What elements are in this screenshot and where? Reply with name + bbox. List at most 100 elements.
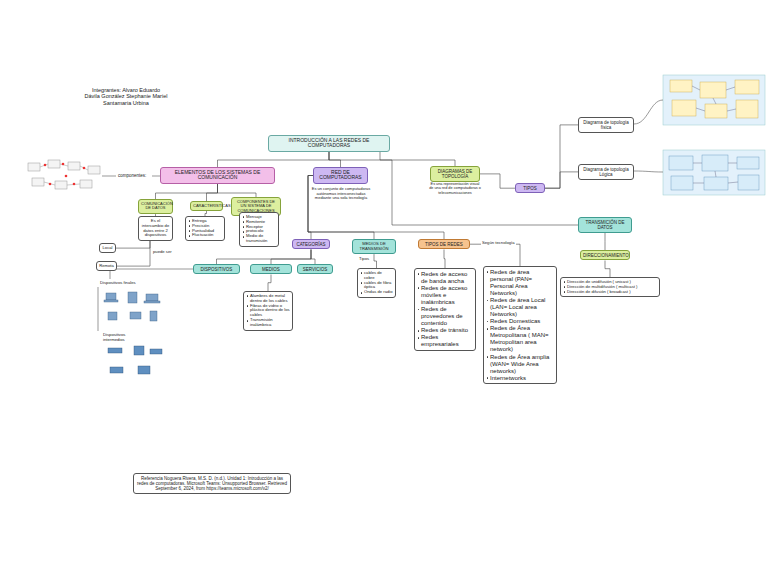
bullet <box>564 286 566 288</box>
bullet <box>487 328 489 330</box>
node-text: Redes de acceso de banda ancha <box>421 271 467 284</box>
bullet <box>487 356 489 358</box>
list-row: Redes de Área Metropolitana ( MAN= Metro… <box>486 325 554 353</box>
end-device-icons <box>104 292 160 321</box>
list-row: Redes de área personal (PAN= Personal Ar… <box>486 269 554 297</box>
node-text: Alambres de metal dentro de los cables <box>250 293 287 303</box>
node-text: Fluctuación <box>192 232 213 237</box>
node-text: Redes de Área amplia (WAN= Wide Area net… <box>490 354 549 374</box>
note-label: Integrantes: Alvaro Eduardo Dávila Gonzá… <box>84 87 168 106</box>
component-icons <box>28 160 100 189</box>
red-dots <box>44 163 86 186</box>
bullet <box>564 281 566 283</box>
list-box: Redes de acceso de banda anchaRedes de a… <box>414 268 476 351</box>
list-row: Redes empresariales <box>417 334 473 348</box>
node-text: Mensaje <box>246 214 262 219</box>
node-text: Local <box>102 246 113 251</box>
bullet <box>487 271 489 273</box>
bullet <box>564 291 566 293</box>
node-text: Precisión <box>192 223 209 228</box>
node-text: Remitente <box>246 219 265 224</box>
node-text: Ondas de radio <box>364 289 393 294</box>
list-box: cables de cobrecables de fibra ópticaOnd… <box>357 268 396 298</box>
bullet <box>189 230 191 232</box>
bullet <box>243 236 245 238</box>
bullet <box>361 292 363 294</box>
node-text: Diagrama de topología física <box>581 120 631 131</box>
connector <box>480 174 515 188</box>
topic-box: RED DE COMPUTADORAS <box>313 167 368 184</box>
bullet <box>361 282 363 284</box>
edge-label: Según tecnología <box>481 241 516 246</box>
bullet <box>189 220 191 222</box>
node-text: CARACTERÍSTICAS <box>193 204 220 209</box>
list-row: Redes de área Local (LAN= Local area Net… <box>486 297 554 318</box>
intermediate-device-icons <box>108 346 162 374</box>
connector <box>207 184 218 201</box>
node-text: Diagrama de topología Lógica <box>581 167 631 178</box>
list-row: Fibras de vidrio o plástico dentro de lo… <box>246 304 290 319</box>
subtopic-box: DISPOSITIVOS <box>193 264 240 274</box>
connector <box>374 254 377 268</box>
connector <box>218 184 257 197</box>
node-text: CATEGORÍAS <box>295 242 327 247</box>
note-label: Dispositivos finales <box>100 281 136 286</box>
topic-box: ELEMENTOS DE LOS SISTEMAS DE COMUNICACIÓ… <box>160 167 275 184</box>
connector <box>217 250 312 265</box>
list-box: Alambres de metal dentro de los cablesFi… <box>243 291 293 331</box>
list-row: Medio de transmisión <box>242 234 276 244</box>
bullet <box>247 305 249 307</box>
bullet <box>189 235 191 237</box>
bullet <box>418 309 420 311</box>
node-text: MEDIOS <box>253 267 289 272</box>
note-label: Dispositivos intermedios <box>103 333 141 343</box>
node-text: cables de fibra óptica <box>364 280 391 290</box>
connector <box>308 176 374 240</box>
connector <box>156 184 218 199</box>
node-text: TRANSMICIÓN DE DATOS <box>581 220 629 231</box>
subtopic-box: CATEGORÍAS <box>292 239 330 249</box>
logical-topology-image <box>663 150 765 195</box>
node-text: Referencia Noguera Rivera, M.S. D. (n.d.… <box>136 476 288 492</box>
leader-line <box>98 269 193 331</box>
list-row: Redes Domesticas <box>486 318 554 325</box>
node-text: Redes de proveedores de contenido <box>421 306 463 326</box>
list-row: cables de cobre <box>360 271 393 281</box>
physical-topology-image <box>663 75 765 125</box>
node-text: protocolo <box>246 228 263 233</box>
node-text: Redes de área Local (LAN= Local area Net… <box>490 297 545 317</box>
item-box: Es el intercambio de datos entre 2 dispo… <box>138 216 173 241</box>
connector <box>218 152 330 167</box>
node-text: Es el intercambio de datos entre 2 dispo… <box>141 219 170 239</box>
node-text: Dirección de unidifusión ( unicast ) <box>567 279 631 284</box>
node-text: Redes de Área Metropolitana ( MAN= Metro… <box>490 325 549 352</box>
list-box: EntregaPrecisiónPuntualidadFluctuación <box>185 216 225 241</box>
node-text: COMUNICACIÓN DE DATOS <box>141 202 170 211</box>
list-row: Transmisión inalámbrica <box>246 318 290 328</box>
node-text: DIAGRAMAS DE TOPOLOGÍA <box>433 169 477 180</box>
item-box: Local <box>99 243 116 253</box>
bullet <box>487 321 489 323</box>
node-text: SERVICIOS <box>300 267 330 272</box>
node-text: Fibras de vidrio o plástico dentro de lo… <box>250 303 290 318</box>
node-text: TIPOS DE REDES <box>421 242 467 247</box>
node-text: Transmisión inalámbrica <box>250 317 273 327</box>
subtopic-box: TIPOS DE REDES <box>418 239 470 249</box>
subtopic-box: MEDIOS <box>250 264 292 274</box>
list-row: Redes de Área amplia (WAN= Wide Area net… <box>486 354 554 375</box>
connector <box>605 233 606 250</box>
node-text: cables de cobre <box>364 270 382 280</box>
connector <box>545 172 578 188</box>
node-text: Redes de tránsito <box>421 327 468 333</box>
connector <box>311 250 315 265</box>
list-row: Redes de tránsito <box>417 327 473 334</box>
subtopic-box: MEDIOS DE TRANSMISIÓN <box>352 239 396 254</box>
list-box: Redes de área personal (PAN= Personal Ar… <box>483 266 557 384</box>
list-row: Redes de acceso de banda ancha <box>417 271 473 285</box>
node-text: Internetworks <box>490 375 526 381</box>
topic-box: DIRECCIONAMIENTO <box>580 250 630 260</box>
item-box: Diagrama de topología física <box>578 117 634 133</box>
list-box: MensajeRemitenteReceptorprotocoloMedio d… <box>239 212 279 247</box>
node-text: TIPOS <box>518 186 542 191</box>
node-text: DISPOSITIVOS <box>196 267 237 272</box>
